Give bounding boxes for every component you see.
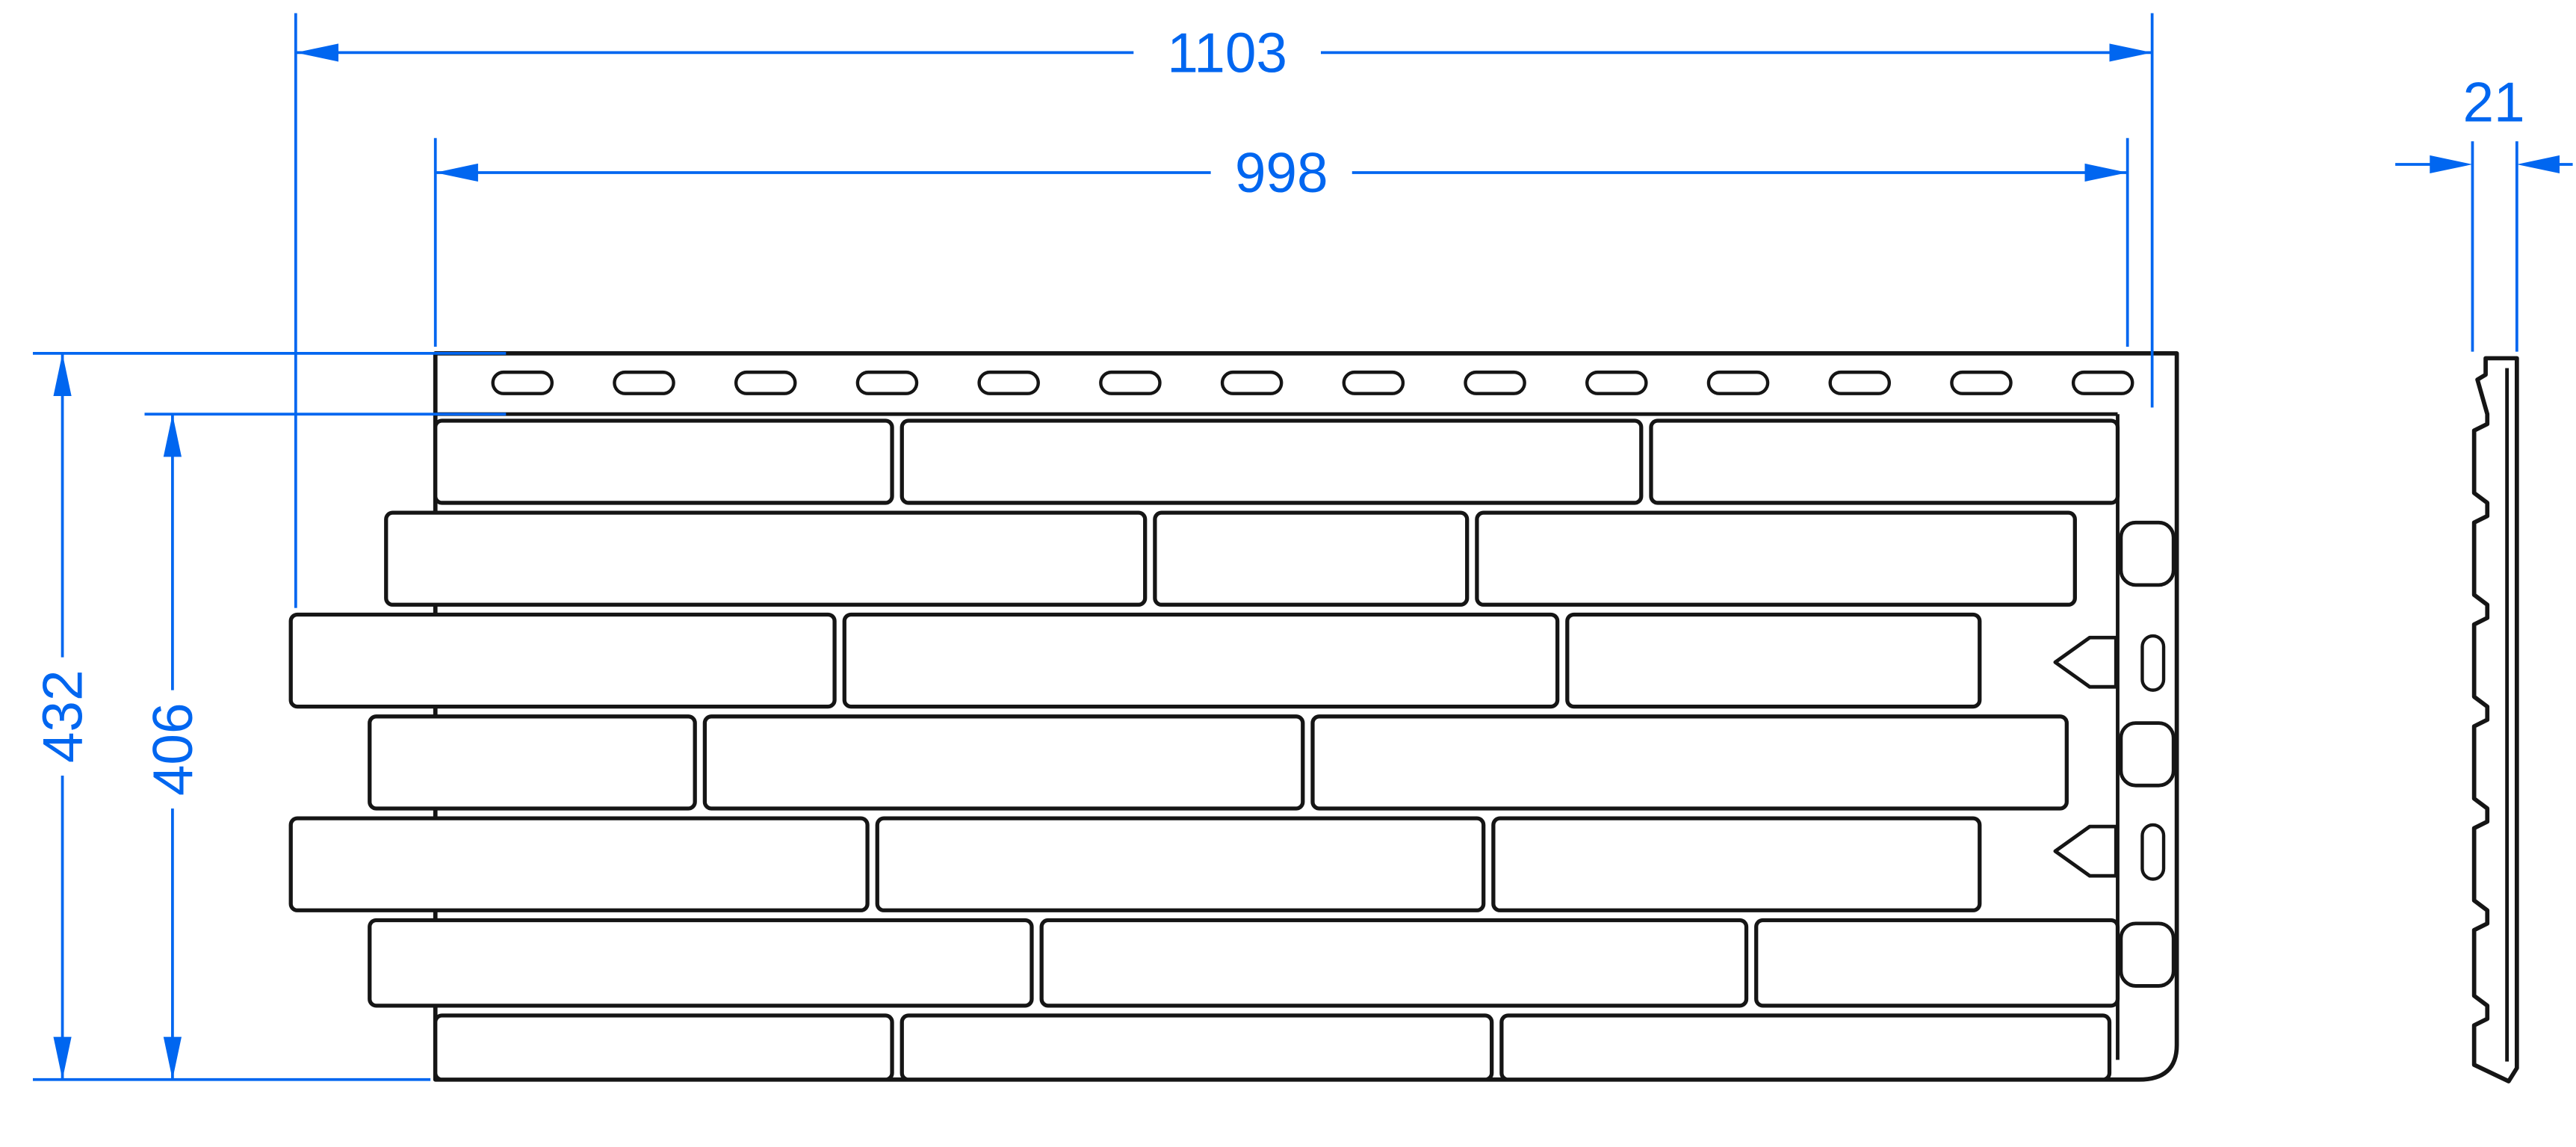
nail-slot [1828,370,1892,395]
dimension-value-inner-height: 406 [141,702,204,796]
brick [1475,510,2077,607]
nail-slot [1464,370,1526,395]
brick [1039,918,1749,1008]
dimension-inner-width: 998 [433,137,2129,347]
lock-arrow [2053,635,2118,689]
brick [288,612,837,709]
side-profile [2471,356,2519,1083]
brick [1491,816,1982,912]
brick [368,714,697,811]
arrowhead-right-pointing [2430,155,2473,174]
panel-front-view [288,350,2179,1082]
brick [1754,918,2120,1008]
nail-slot [1585,370,1648,395]
brick [433,418,894,505]
arrowhead-right [2109,43,2152,62]
brick [702,714,1305,811]
nail-slot [1706,370,1770,395]
lock-arrow [2053,824,2118,878]
nail-slot [977,370,1040,395]
dimension-inner-height: 406 [141,412,507,1080]
lock-slot [2140,823,2166,881]
dimension-value-inner-width: 998 [1235,141,1328,204]
nail-slot [855,370,919,395]
nail-slot [613,370,675,395]
brick [875,816,1486,912]
dimension-value-total-width: 1103 [1167,21,1287,84]
mounting-hole [2119,721,2176,788]
arrowhead-left [435,163,478,182]
arrowhead-top [53,353,72,397]
mounting-hole [2119,520,2176,587]
brick [288,816,870,912]
brick [842,612,1560,709]
arrowhead-left-pointing [2516,155,2560,174]
brick [384,510,1148,607]
panel-side-view [2471,356,2519,1083]
nail-hem-slots [491,370,2134,395]
nail-slot [1220,370,1284,395]
arrowhead-bottom [163,1036,182,1080]
nail-slot [491,370,554,395]
brick [1499,1013,2112,1082]
arrowhead-right [2084,163,2128,182]
nail-slot [734,370,797,395]
dimension-thickness: 21 [2395,70,2573,352]
brick [368,918,1034,1008]
arrowhead-bottom [53,1036,72,1080]
nail-slot [2071,370,2134,395]
brick [900,418,1644,505]
arrowhead-top [163,414,182,457]
dimension-value-total-height: 432 [31,670,94,763]
nail-slot [1950,370,2013,395]
brick [1153,510,1470,607]
dimension-total-height: 432 [31,351,507,1081]
brick [1565,612,1982,709]
dimension-total-width: 1103 [294,13,2154,608]
brick [1310,714,2069,811]
brick [900,1013,1494,1082]
dimension-value-thickness: 21 [2462,70,2524,133]
nail-slot [1342,370,1405,395]
right-strip-features [2053,520,2176,988]
lock-slot [2140,634,2166,692]
brick [1649,418,2120,505]
mounting-hole [2119,921,2176,988]
nail-slot [1099,370,1162,395]
brick [433,1013,894,1082]
arrowhead-left [295,43,338,62]
brick-rows [288,418,2120,1082]
